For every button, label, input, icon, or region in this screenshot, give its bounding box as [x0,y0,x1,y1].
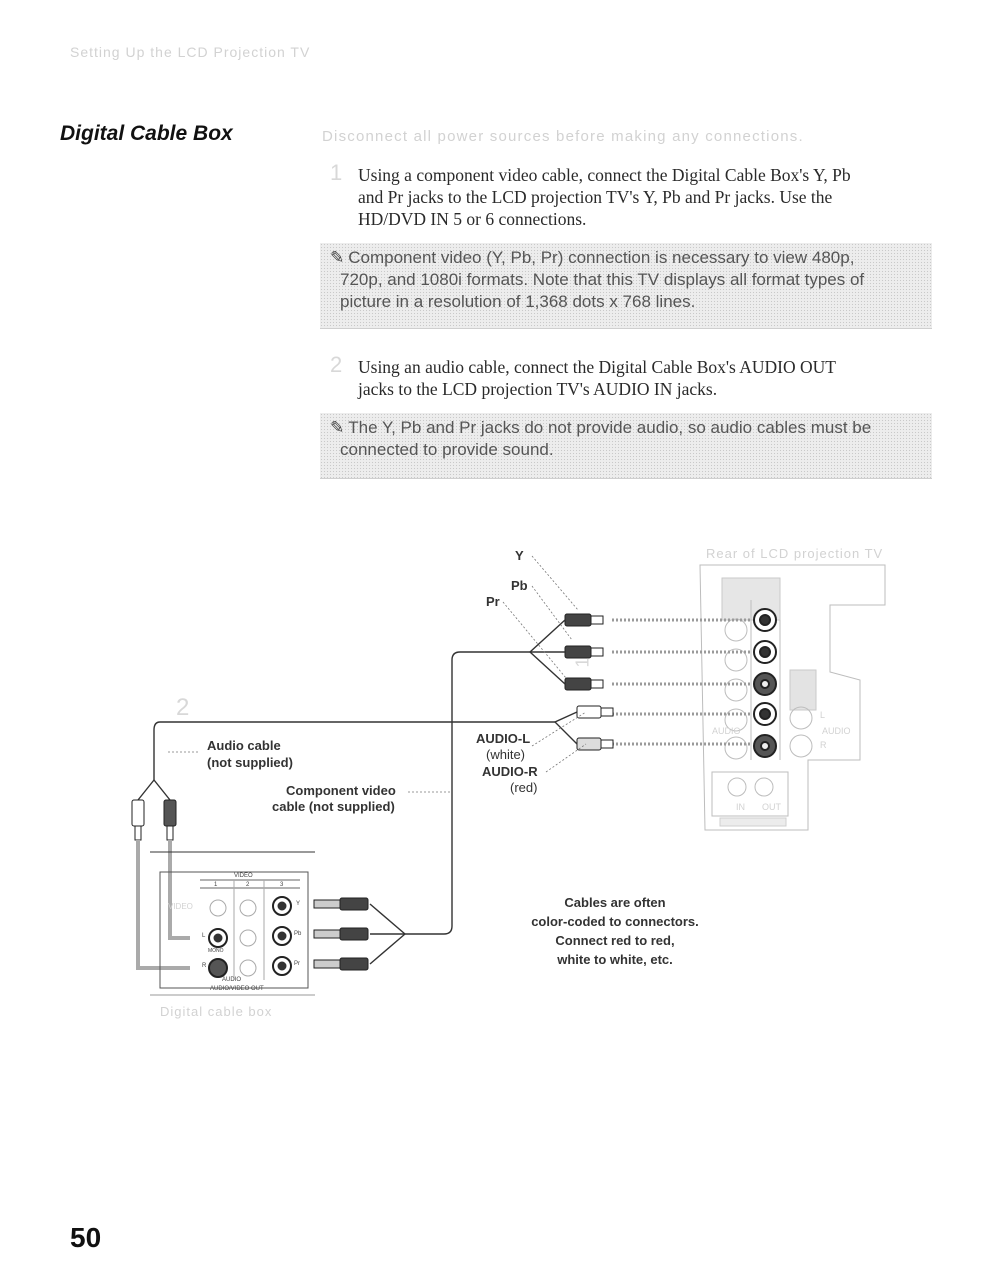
step-line: jacks to the LCD projection TV's AUDIO I… [358,379,718,399]
audio-cable-label: Audio cable [207,738,281,753]
component-cable-label: Component video [286,783,396,798]
pr-label: Pr [486,594,500,609]
audio-l-color: (white) [486,747,526,762]
audio-r-color: (red) [510,780,538,795]
step-number: 2 [330,352,343,377]
pb-label: Pb [511,578,528,593]
tv-side-plugs [564,613,614,751]
box-caption: Digital cable box [160,1004,273,1019]
tv-in-label: IN [736,802,745,812]
component-cable-note: cable (not supplied) [272,799,395,814]
component-cable [369,619,566,965]
note-line: 720p, and 1080i formats. Note that this … [340,270,865,289]
box-side-plugs [313,897,369,971]
step-number: 1 [330,160,343,185]
note-text: The Y, Pb and Pr jacks do not provide au… [348,418,872,437]
pencil-icon: ✎ [330,248,345,267]
color-code-callout: Cables are often color-coded to connecto… [500,893,730,969]
leader-lines [168,555,587,793]
box-pr-label: Pr [294,961,300,967]
note-line: ✎The Y, Pb and Pr jacks do not provide a… [330,417,924,439]
box-audio-runs [136,840,190,970]
page-number: 50 [70,1222,102,1253]
step-line: and Pr jacks to the LCD projection TV's … [358,187,833,207]
tv-l-label: L [820,710,826,720]
note-box: ✎The Y, Pb and Pr jacks do not provide a… [320,413,932,479]
audio-l-label: AUDIO-L [476,731,531,746]
tv-caption: Rear of LCD projection TV [706,546,884,561]
step-line: Using a component video cable, connect t… [358,165,851,185]
box-video-side-label: VIDEO [168,902,193,911]
tv-input-jacks [753,608,777,758]
callout-line: Cables are often [564,895,666,910]
box-video-label: VIDEO [234,873,253,879]
tv-r-label: R [820,740,827,750]
audio-cable-note: (not supplied) [207,755,293,770]
note-line: ✎Component video (Y, Pb, Pr) connection … [330,247,924,269]
box-col-2: 2 [246,882,250,888]
step-marker-audio: 2 [176,694,190,721]
tv-out-label: OUT [762,802,781,812]
box-y-label: Y [296,901,301,907]
tv-rear-panel [699,564,886,831]
step-text: Using an audio cable, connect the Digita… [358,356,938,400]
box-col-3: 3 [280,882,284,888]
callout-line: white to white, etc. [557,952,673,967]
audio-cable [137,711,578,801]
pencil-icon: ✎ [330,418,345,437]
note-text: Component video (Y, Pb, Pr) connection i… [348,248,855,267]
callout-line: color-coded to connectors. [531,914,699,929]
box-r-label: R [202,963,207,969]
audio-plugs [131,799,177,841]
step-line: HD/DVD IN 5 or 6 connections. [358,209,587,229]
box-mono-label: MONO [208,948,224,954]
box-col-1: 1 [214,882,218,888]
y-label: Y [515,548,524,563]
box-pb-label: Pb [294,931,302,937]
section-title: Digital Cable Box [60,122,233,145]
note-line: picture in a resolution of 1,368 dots x … [340,292,696,311]
step-text: Using a component video cable, connect t… [358,164,938,230]
note-line: connected to provide sound. [340,440,554,459]
intro-text: Disconnect all power sources before maki… [322,128,804,145]
running-head: Setting Up the LCD Projection TV [70,44,311,60]
box-audio-label: AUDIO [222,977,242,983]
audio-r-label: AUDIO-R [482,764,538,779]
step-line: Using an audio cable, connect the Digita… [358,357,836,377]
callout-line: Connect red to red, [555,933,675,948]
box-footer-label: AUDIO/VIDEO OUT [210,986,264,992]
tv-cable-runs [612,618,752,746]
cable-box [150,851,315,996]
tv-audio-label: AUDIO [712,726,741,736]
tv-audio-label-right: AUDIO [822,726,851,736]
step-marker-video: 1 [572,657,593,668]
note-box: ✎Component video (Y, Pb, Pr) connection … [320,243,932,329]
box-l-label: L [202,933,206,939]
